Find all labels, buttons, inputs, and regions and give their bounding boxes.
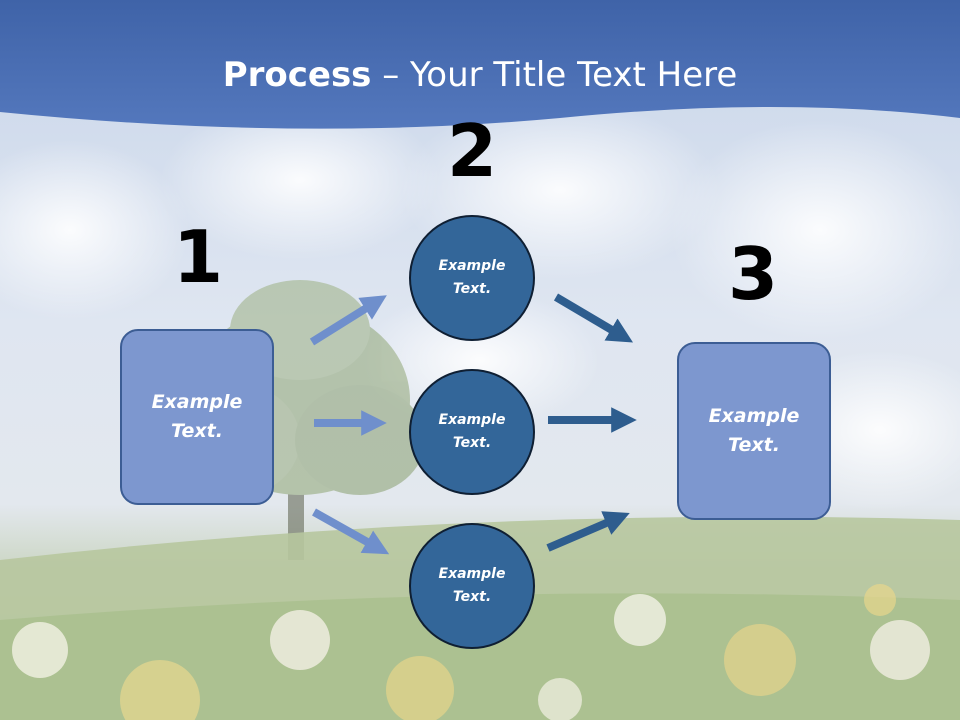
arrow-top-to-3 bbox=[553, 293, 634, 343]
title-bold: Process bbox=[222, 55, 372, 95]
step-3-text: Example Text. bbox=[708, 405, 800, 456]
step-number-2: 2 bbox=[446, 109, 498, 193]
step-1-text: Example Text. bbox=[151, 391, 243, 442]
step-2-circle-bottom-text: Example Text. bbox=[438, 566, 506, 605]
arrow-1-to-top bbox=[309, 295, 387, 346]
arrow-1-to-bottom bbox=[312, 508, 390, 555]
step-2-circle-bottom: Example Text. bbox=[409, 523, 535, 649]
header-band bbox=[0, 0, 960, 129]
meadow bbox=[0, 516, 960, 720]
slide-title: Process – Your Title Text Here bbox=[0, 52, 960, 98]
title-rest: – Your Title Text Here bbox=[371, 55, 738, 95]
step-1-box: Example Text. bbox=[120, 329, 274, 505]
step-3-box: Example Text. bbox=[677, 342, 831, 520]
arrow-bottom-to-3 bbox=[546, 511, 630, 552]
step-2-circle-middle: Example Text. bbox=[409, 369, 535, 495]
step-2-circle-middle-text: Example Text. bbox=[438, 412, 506, 451]
step-number-3: 3 bbox=[727, 232, 779, 316]
step-2-circle-top-text: Example Text. bbox=[438, 258, 506, 297]
step-number-1: 1 bbox=[172, 215, 224, 299]
step-2-circle-top: Example Text. bbox=[409, 215, 535, 341]
